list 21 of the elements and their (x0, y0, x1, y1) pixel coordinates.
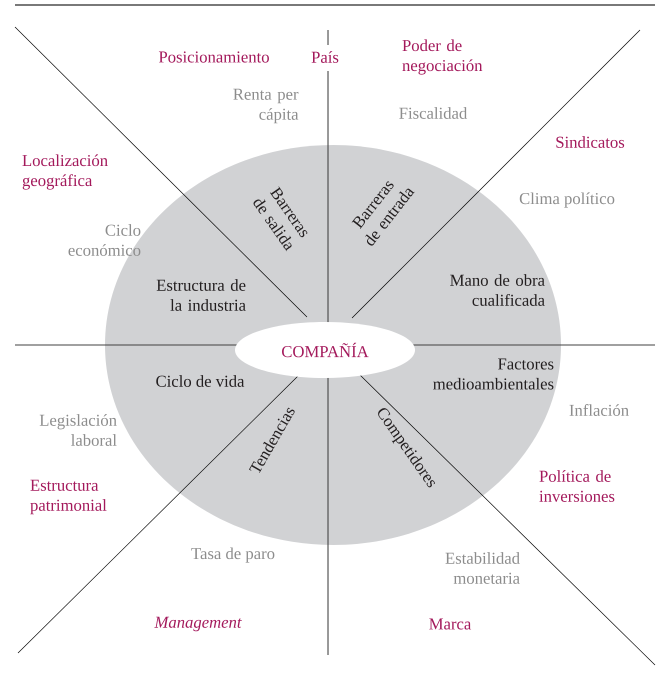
factor-label: Ciclo económico (68, 224, 140, 256)
factor-label: Inflación (570, 404, 629, 416)
factor-label: Posicionamiento (158, 51, 269, 63)
factor-label: Tasa de paro (191, 547, 274, 563)
factor-label: Factores medioambientales (433, 358, 554, 390)
factor-label: Política de inversiones (539, 470, 614, 502)
factor-label: Clima político (520, 192, 614, 208)
factor-label: Poder de negociación (402, 39, 482, 75)
factor-label: Ciclo de vida (156, 375, 244, 387)
factor-label: Legislación laboral (40, 414, 117, 446)
factor-label: Fiscalidad (399, 107, 468, 119)
factor-label: País (312, 51, 338, 63)
factor-label: Estructura de la industria (156, 279, 246, 311)
factor-label: Sindicatos (556, 136, 624, 148)
factor-label: Renta per cápita (233, 88, 298, 124)
factor-label: Estructura patrimonial (30, 480, 106, 514)
factor-label: Marca (429, 618, 472, 630)
factor-label: Management (154, 616, 242, 632)
factor-label: Localización geográfica (22, 154, 108, 190)
factor-label: Estabilidad monetaria (446, 552, 520, 584)
factor-label: Mano de obra cualificada (450, 274, 545, 306)
